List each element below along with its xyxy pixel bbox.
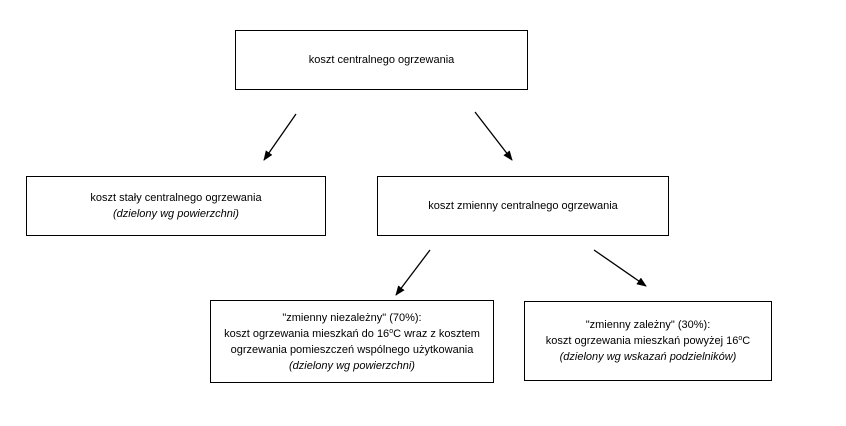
node-variable-dependent: "zmienny zależny" (30%): koszt ogrzewani… — [524, 301, 772, 381]
node-independent-note: (dzielony wg powierzchni) — [289, 359, 415, 372]
node-root-cost: koszt centralnego ogrzewania — [235, 30, 528, 90]
node-independent-text-part2: C wraz z kosztem — [393, 327, 480, 340]
node-dependent-text-part2: C — [742, 335, 751, 347]
arrow-root-to-variable — [474, 111, 513, 161]
node-independent-heading: "zmienny niezależny" (70%): — [282, 311, 422, 324]
node-fixed-cost: koszt stały centralnego ogrzewania (dzie… — [26, 176, 326, 236]
node-dependent-text-part1: koszt ogrzewania mieszkań powyżej 16 — [545, 335, 739, 347]
arrow-root-to-fixed — [263, 113, 297, 161]
node-variable-title: koszt zmienny centralnego ogrzewania — [428, 200, 618, 212]
node-fixed-note: (dzielony wg powierzchni) — [113, 208, 239, 220]
node-fixed-title: koszt stały centralnego ogrzewania — [90, 192, 262, 204]
arrow-variable-to-dependent — [593, 249, 647, 287]
node-dependent-note: (dzielony wg wskazań podzielników) — [559, 351, 737, 363]
node-independent-text-part1: koszt ogrzewania mieszkań do 16 — [224, 327, 390, 340]
node-independent-description: koszt ogrzewania mieszkań do 16oC wraz z… — [224, 326, 480, 342]
node-dependent-description: koszt ogrzewania mieszkań powyżej 16oC — [546, 333, 750, 349]
node-root-title: koszt centralnego ogrzewania — [308, 54, 455, 66]
arrow-variable-to-independent — [395, 249, 431, 296]
degree-superscript: o — [389, 327, 394, 335]
node-independent-description-2: ogrzewania pomieszczeń wspólnego użytkow… — [230, 343, 474, 356]
node-variable-cost: koszt zmienny centralnego ogrzewania — [377, 176, 669, 236]
node-dependent-heading: "zmienny zależny" (30%): — [585, 319, 711, 331]
degree-superscript: o — [738, 335, 743, 342]
node-variable-independent: "zmienny niezależny" (70%): koszt ogrzew… — [210, 300, 494, 383]
